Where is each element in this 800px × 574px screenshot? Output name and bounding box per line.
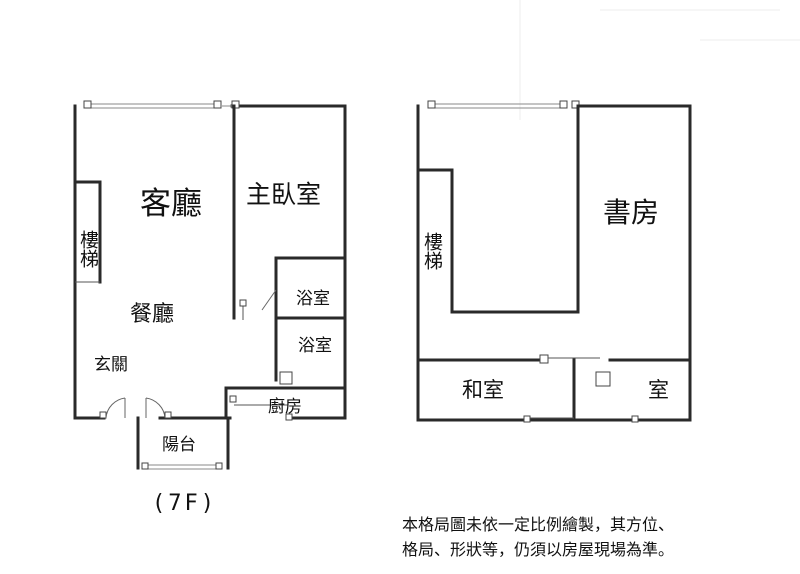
right-stairs-enclosure bbox=[416, 104, 580, 314]
background-faint-lines bbox=[519, 0, 800, 120]
left-top-window bbox=[83, 100, 240, 109]
stairs-label-left: 樓梯 bbox=[77, 230, 99, 268]
entrance-door bbox=[99, 397, 172, 419]
master-bedroom-walls bbox=[232, 104, 347, 382]
balcony-label: 陽台 bbox=[162, 435, 196, 455]
bathroom-2-label: 浴室 bbox=[298, 336, 332, 356]
floor-plan-left: 客廳 主臥室 樓梯 餐廳 浴室 浴室 玄關 廚房 陽台 (7F) bbox=[73, 100, 347, 516]
master-bedroom-label: 主臥室 bbox=[246, 180, 321, 209]
disclaimer-line-1: 本格局圖未依一定比例繪製，其方位、 bbox=[402, 515, 675, 534]
disclaimer-note: 本格局圖未依一定比例繪製，其方位、 格局、形狀等，仍須以房屋現場為準。 bbox=[402, 512, 792, 562]
entrance-label: 玄關 bbox=[94, 355, 128, 375]
japanese-room-label: 和室 bbox=[462, 378, 504, 402]
partial-room-label: 室 bbox=[648, 378, 669, 402]
floor-note-handwritten: (7F) bbox=[152, 491, 217, 516]
left-stairs-box bbox=[73, 180, 102, 284]
right-outer-walls bbox=[416, 104, 692, 422]
kitchen-label: 廚房 bbox=[268, 396, 302, 417]
left-outer-walls bbox=[73, 104, 347, 420]
right-partition bbox=[416, 354, 692, 423]
kitchen-walls bbox=[224, 371, 347, 421]
living-room-label: 客廳 bbox=[140, 186, 202, 222]
floor-plan-right: 樓梯 書房 和室 室 bbox=[416, 100, 692, 423]
disclaimer-line-2: 格局、形狀等，仍須以房屋現場為準。 bbox=[402, 540, 675, 559]
balcony-walls bbox=[136, 416, 230, 470]
right-top-window bbox=[427, 100, 580, 109]
dining-room-label: 餐廳 bbox=[130, 302, 174, 327]
stairs-label-right: 樓梯 bbox=[421, 232, 443, 270]
study-label: 書房 bbox=[603, 196, 659, 229]
bathroom-1-label: 浴室 bbox=[296, 289, 330, 309]
